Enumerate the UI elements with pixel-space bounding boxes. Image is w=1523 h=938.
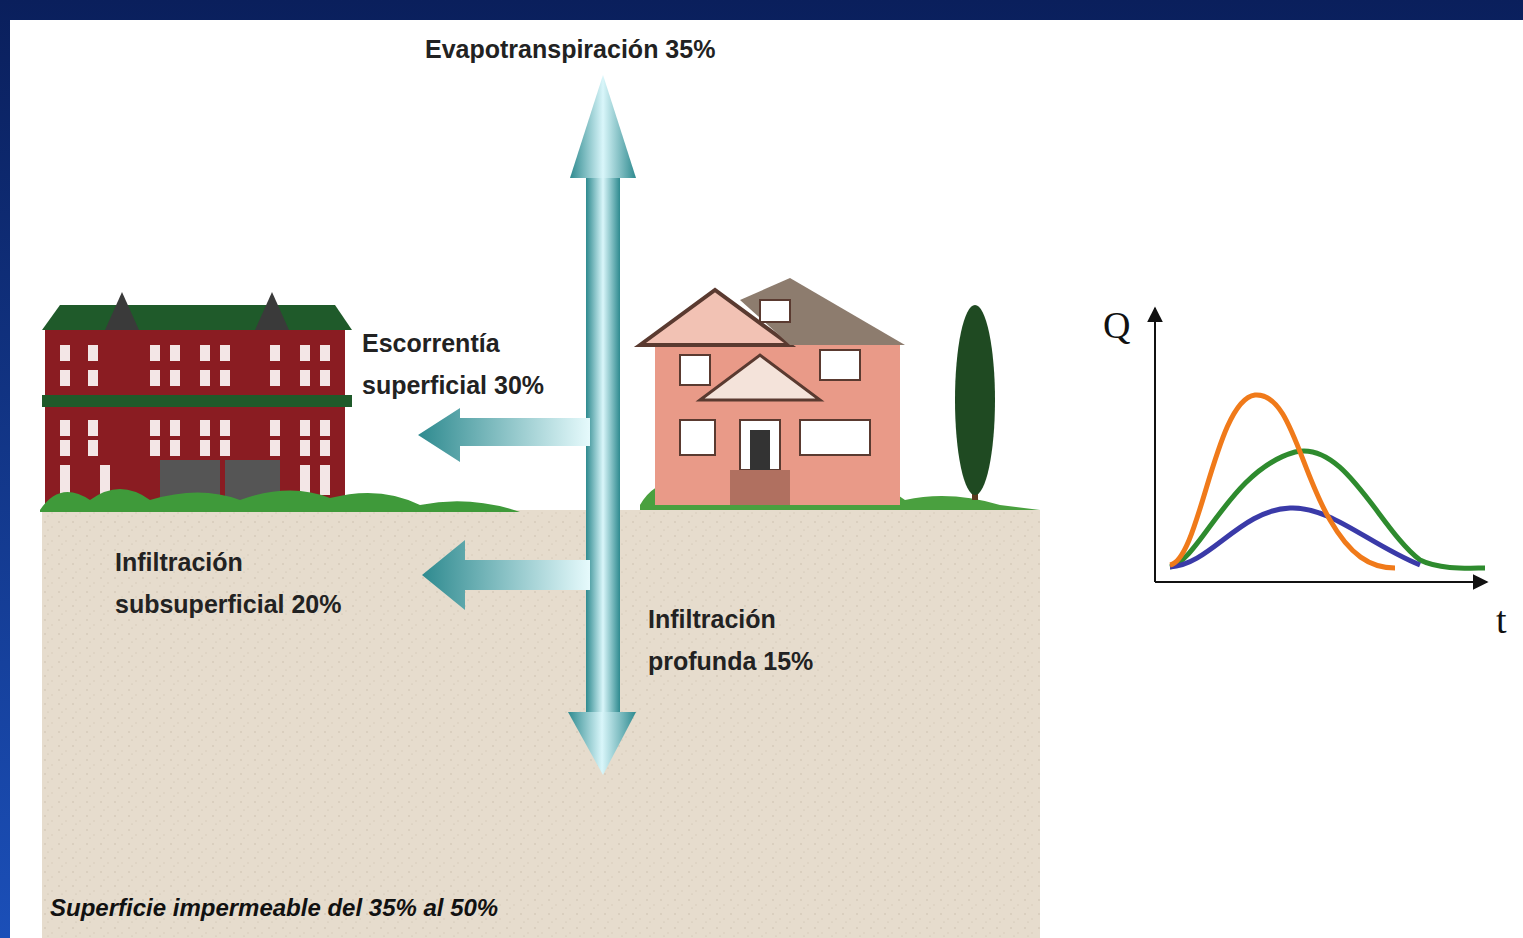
apartment-building-part [320, 420, 330, 436]
apartment-building-part [320, 370, 330, 386]
apartment-building-part [270, 440, 280, 456]
flow-arrows-part [568, 712, 636, 775]
house-part [750, 430, 770, 470]
apartment-building-part [270, 345, 280, 361]
apartment-building-part [170, 420, 180, 436]
apartment-building-part [320, 345, 330, 361]
apartment-building-part [320, 465, 330, 495]
apartment-building-part [300, 420, 310, 436]
house-part [820, 350, 860, 380]
ground [42, 510, 1040, 938]
hydrograph-part [1170, 451, 1485, 568]
apartment-building-part [42, 395, 352, 407]
flow-arrows-part [586, 178, 620, 712]
apartment-building-part [170, 370, 180, 386]
apartment-building-part [88, 420, 98, 436]
house-part [740, 420, 780, 470]
house [640, 278, 905, 505]
apartment-building-part [300, 440, 310, 456]
apartment-building-part [60, 345, 70, 361]
apartment-building-part [100, 465, 110, 495]
apartment-building-part [200, 420, 210, 436]
apartment-building-part [320, 440, 330, 456]
axis-label: t [1496, 600, 1518, 640]
house-part [760, 300, 790, 322]
hydrograph-part [1170, 508, 1420, 567]
apartment-building-part [150, 345, 160, 361]
house-part [680, 355, 710, 385]
apartment-building-part [150, 420, 160, 436]
apartment-building-part [88, 370, 98, 386]
apartment-building-part [270, 420, 280, 436]
apartment-building-part [220, 345, 230, 361]
frame-part [10, 20, 1523, 938]
apartment-building-part [300, 345, 310, 361]
house-part [800, 420, 870, 455]
apartment-building-part [220, 440, 230, 456]
house-part [700, 355, 820, 400]
bushes-part [40, 489, 520, 512]
note: Superficie impermeable del 35% al 50% [50, 893, 750, 923]
apartment-building-part [60, 370, 70, 386]
apartment-building-part [170, 345, 180, 361]
tree-part [955, 305, 995, 495]
flow-label: Infiltración subsuperficial 20% [115, 541, 415, 625]
apartment-building-part [150, 440, 160, 456]
hydrograph-part [1155, 581, 1487, 583]
apartment-building-part [200, 370, 210, 386]
flow-arrows [418, 75, 636, 775]
apartment-building-part [88, 440, 98, 456]
apartment-building-part [200, 440, 210, 456]
apartment-building-part [300, 370, 310, 386]
hydrograph-part [1154, 308, 1156, 582]
apartment-building-part [200, 345, 210, 361]
house-part [740, 278, 905, 345]
apartment-building-part [170, 440, 180, 456]
apartment-building [42, 292, 352, 505]
apartment-building-part [60, 420, 70, 436]
apartment-building-part [220, 370, 230, 386]
apartment-building-part [270, 370, 280, 386]
apartment-building-part [220, 420, 230, 436]
apartment-building-part [255, 292, 289, 330]
apartment-building-part [60, 465, 70, 495]
flow-label: Evapotranspiración 35% [425, 28, 805, 70]
hydrograph [1155, 308, 1487, 582]
flow-label: Escorrentía superficial 30% [362, 322, 577, 406]
apartment-building-part [45, 330, 345, 505]
house-part [730, 470, 790, 505]
hydrograph-part [1170, 395, 1395, 568]
flow-arrows-part [570, 75, 636, 178]
flow-arrows-part [422, 540, 590, 610]
tree [955, 305, 995, 500]
axis-label: Q [1103, 305, 1143, 345]
house-part [655, 345, 900, 505]
house-part [680, 420, 715, 455]
flow-arrows-part [418, 408, 590, 462]
flow-label: Infiltración profunda 15% [648, 598, 878, 682]
apartment-building-part [300, 465, 310, 495]
apartment-building-part [88, 345, 98, 361]
apartment-building-part [105, 292, 139, 330]
apartment-building-part [42, 305, 352, 330]
apartment-building-part [150, 370, 160, 386]
apartment-building-part [60, 440, 70, 456]
